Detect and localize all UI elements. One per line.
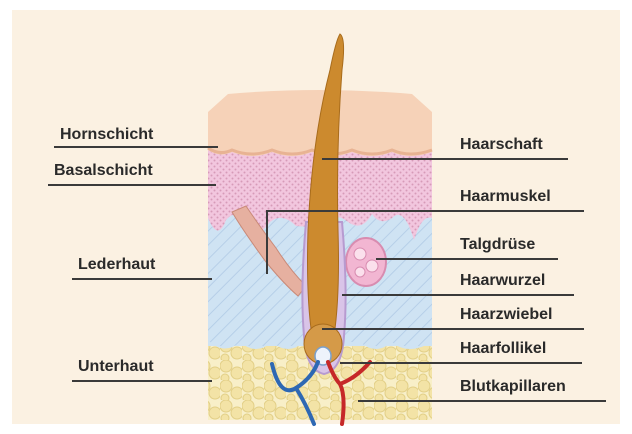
- label-talgdruese: Talgdrüse: [460, 236, 535, 254]
- label-haarschaft: Haarschaft: [460, 136, 543, 154]
- label-lederhaut: Lederhaut: [78, 256, 155, 274]
- leader-talgdruese: [376, 258, 558, 260]
- label-hornschicht: Hornschicht: [60, 126, 153, 144]
- label-haarfollikel: Haarfollikel: [460, 340, 546, 358]
- leader-blutkapillaren: [358, 400, 606, 402]
- leader-lederhaut: [72, 278, 212, 280]
- leader-unterhaut: [72, 380, 212, 382]
- leader-basalschicht: [48, 184, 216, 186]
- leader-haarwurzel: [342, 294, 574, 296]
- leader-haarzwiebel: [322, 328, 584, 330]
- leader-haarfollikel: [340, 362, 582, 364]
- leader-haarschaft: [322, 158, 568, 160]
- leader-haarmuskel-drop: [266, 210, 268, 274]
- sebaceous-gland: [346, 238, 386, 286]
- label-blutkapillaren: Blutkapillaren: [460, 378, 566, 396]
- label-haarmuskel: Haarmuskel: [460, 188, 551, 206]
- leader-haarmuskel: [266, 210, 584, 212]
- label-haarzwiebel: Haarzwiebel: [460, 306, 552, 324]
- label-haarwurzel: Haarwurzel: [460, 272, 545, 290]
- label-unterhaut: Unterhaut: [78, 358, 154, 376]
- label-basalschicht: Basalschicht: [54, 162, 153, 180]
- leader-hornschicht: [54, 146, 218, 148]
